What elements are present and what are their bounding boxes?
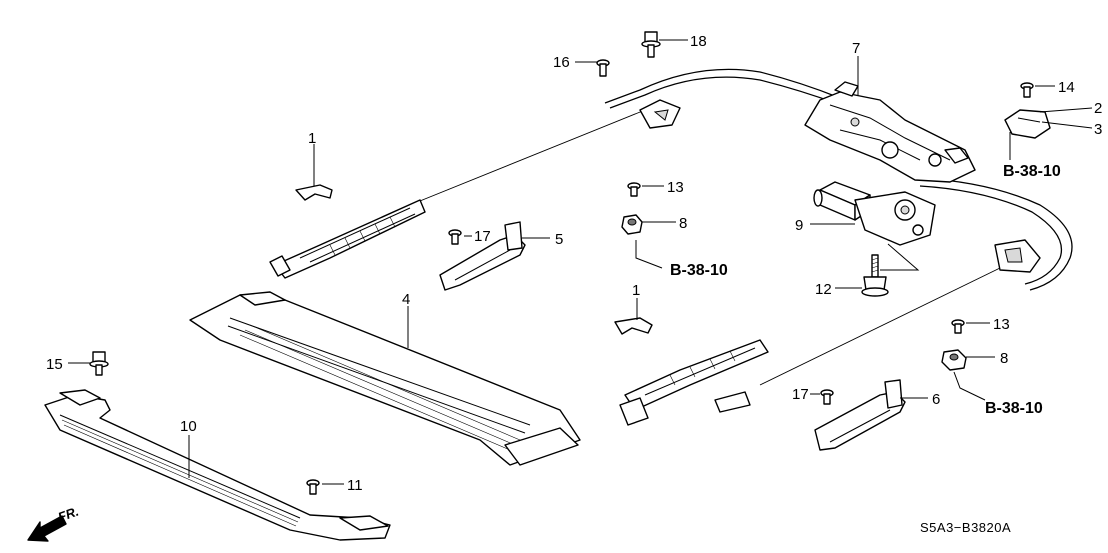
wind-deflector (44, 389, 391, 541)
callout-numbers: 1 18 16 7 14 2 3 13 8 17 5 9 12 1 13 8 4… (46, 33, 1102, 494)
callout-8-upper: 8 (679, 215, 687, 232)
bolt-18 (641, 31, 661, 58)
reference-label-lower-right: B-38-10 (985, 400, 1043, 417)
callout-3: 3 (1094, 121, 1102, 138)
callout-7: 7 (852, 40, 860, 57)
sunroof-motor (813, 181, 936, 246)
callout-5: 5 (555, 231, 563, 248)
callout-12: 12 (815, 281, 832, 298)
screw-14 (1020, 82, 1034, 98)
drive-cables (409, 68, 1073, 386)
callout-9: 9 (795, 217, 803, 234)
cable-clip (1004, 109, 1051, 139)
right-guide-rail (619, 239, 1041, 426)
reference-labels: B-38-10 B-38-10 B-38-10 (670, 163, 1061, 417)
motor-bolt (861, 254, 889, 297)
callout-2: 2 (1094, 100, 1102, 117)
screw-17-left (448, 229, 462, 245)
rear-guide-right (814, 379, 906, 451)
sunshade-panel (189, 291, 581, 466)
callout-8-lower: 8 (1000, 350, 1008, 367)
drive-bracket-assembly (804, 81, 976, 183)
callout-17-left: 17 (474, 228, 491, 245)
front-direction-arrow-icon (27, 515, 67, 542)
left-guide-rail (269, 99, 681, 279)
rail-clip-lower (614, 317, 653, 335)
callout-10: 10 (180, 418, 197, 435)
rear-guide-left (439, 221, 526, 291)
screw-16 (596, 59, 610, 77)
callout-17-right: 17 (792, 386, 809, 403)
callout-16: 16 (553, 54, 570, 71)
reference-label-upper-right: B-38-10 (1003, 163, 1061, 180)
screw-13-lower (951, 319, 965, 334)
callout-18: 18 (690, 33, 707, 50)
diagram-code: S5A3−B3820A (920, 520, 1011, 535)
bolt-15 (89, 351, 109, 376)
callout-14: 14 (1058, 79, 1075, 96)
callout-13-upper: 13 (667, 179, 684, 196)
callout-1-lower: 1 (632, 282, 640, 299)
callout-6: 6 (932, 391, 940, 408)
screw-11 (306, 479, 320, 495)
leader-lines (68, 39, 1093, 485)
callout-13-lower: 13 (993, 316, 1010, 333)
callout-15: 15 (46, 356, 63, 373)
screw-13-upper (627, 182, 641, 197)
callout-4: 4 (402, 291, 410, 308)
direction-label: FR. (56, 504, 81, 525)
screw-17-right (820, 389, 834, 405)
nut-8-upper (621, 214, 643, 235)
rail-clip-upper (295, 184, 333, 201)
reference-label-center: B-38-10 (670, 262, 728, 279)
callout-1-upper: 1 (308, 130, 316, 147)
nut-8-lower (941, 349, 967, 371)
callout-11: 11 (347, 477, 363, 494)
